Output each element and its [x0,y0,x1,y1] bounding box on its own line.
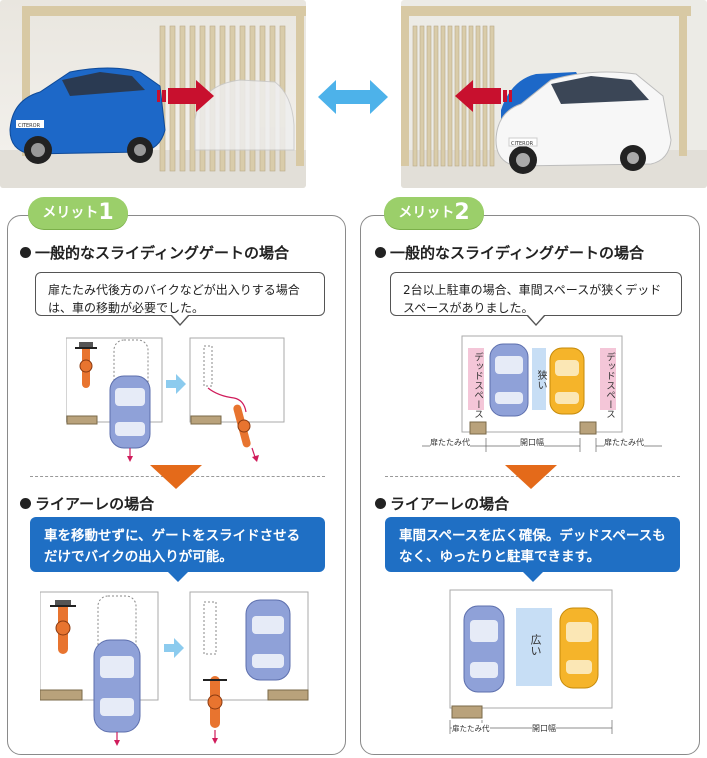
left-car-plate: CITEROR [18,123,41,129]
bullet-icon [375,247,386,258]
merit1-heading-general: 一般的なスライディングゲートの場合 [20,242,289,263]
motorcycle-moving-icon [233,404,251,448]
car-blue-icon [93,639,141,733]
merit2-badge-number: 2 [454,200,470,225]
merit1-lyre-diagram [39,590,310,754]
merit2-lyre-box: 車間スペースを広く確保。デッドスペースもなく、ゆったりと駐車できます。 [385,517,680,582]
dead-space-left-label: デッドスペース [472,352,483,419]
merit2-badge-label: メリット [398,205,455,221]
opening-label: 開口幅 [532,723,556,734]
merit1-badge-number: 1 [98,200,114,225]
merit2-heading-lyre-text: ライアーレの場合 [390,495,510,513]
dead-space-right [600,348,616,410]
bullet-icon [20,247,31,258]
dead-space-right-label: デッドスペース [604,352,615,419]
merit1-badge-label: メリット [42,205,99,221]
merit2-general-diagram: デッドスペース デッドスペース 狭い 扉たたみ代 開口幅 扉たたみ代 [422,334,662,459]
merit2-heading-general-text: 一般的なスライディングゲートの場合 [390,244,644,262]
merit2-down-arrow-icon [505,465,557,489]
swap-arrow-icon [318,78,388,120]
merit1-general-diagram [65,336,286,470]
merit2-heading-general: 一般的なスライディングゲートの場合 [375,242,644,263]
bullet-icon [20,498,31,509]
motorcycle-icon [75,342,97,388]
fold-label-right: 扉たたみ代 [604,437,644,448]
narrow-label: 狭い [535,370,546,390]
wide-space [516,608,552,686]
fold-label-left: 扉たたみ代 [430,437,470,448]
merit2-bubble-text: 2台以上駐車の場合、車間スペースが狭くデッドスペースがありました。 [403,283,662,315]
car-blue-icon [489,343,529,417]
gate-fold-icon [66,415,98,425]
bullet-icon [375,498,386,509]
motorcycle-moving-icon [203,676,227,728]
narrow-space [532,348,546,410]
next-arrow-icon [166,374,186,394]
wide-label: 広い [529,634,542,656]
car-blue-icon [463,605,505,693]
merit1-bubble: 扉たたみ代後方のバイクなどが出入りする場合は、車の移動が必要でした。 [35,272,325,326]
car-blue-parked-icon [245,599,291,681]
merit1-heading-lyre-text: ライアーレの場合 [35,495,155,513]
right-car-plate: CITEROR [511,141,534,147]
next-arrow-icon [164,638,184,658]
car-yellow-icon [549,347,585,415]
merit1-badge: メリット1 [28,197,128,229]
merit1-heading-general-text: 一般的なスライディングゲートの場合 [35,244,289,262]
merit1-bubble-text: 扉たたみ代後方のバイクなどが出入りする場合は、車の移動が必要でした。 [48,283,300,315]
merit1-lyre-box: 車を移動せずに、ゲートをスライドさせるだけでバイクの出入りが可能。 [30,517,325,582]
merit2-bubble: 2台以上駐車の場合、車間スペースが狭くデッドスペースがありました。 [390,272,682,326]
merit2-badge: メリット2 [384,197,484,229]
merit2-lyre-text: 車間スペースを広く確保。デッドスペースもなく、ゆったりと駐車できます。 [399,528,666,565]
photo-general-gate: CITEROR [0,0,306,188]
dead-space-left [468,348,484,410]
fold-label: 扉たたみ代 [452,723,490,734]
merit1-heading-lyre: ライアーレの場合 [20,493,154,514]
merit1-lyre-text: 車を移動せずに、ゲートをスライドさせるだけでバイクの出入りが可能。 [44,528,301,565]
car-blue-icon [109,375,151,449]
merit1-down-arrow-icon [150,465,202,489]
merit2-lyre-diagram: 広い 扉たたみ代 開口幅 [440,588,670,738]
photo-lyre-gate: CITEROR [401,0,707,188]
opening-label: 開口幅 [520,437,544,448]
car-yellow-icon [559,607,599,689]
motorcycle-icon [50,600,76,654]
merit2-heading-lyre: ライアーレの場合 [375,493,509,514]
